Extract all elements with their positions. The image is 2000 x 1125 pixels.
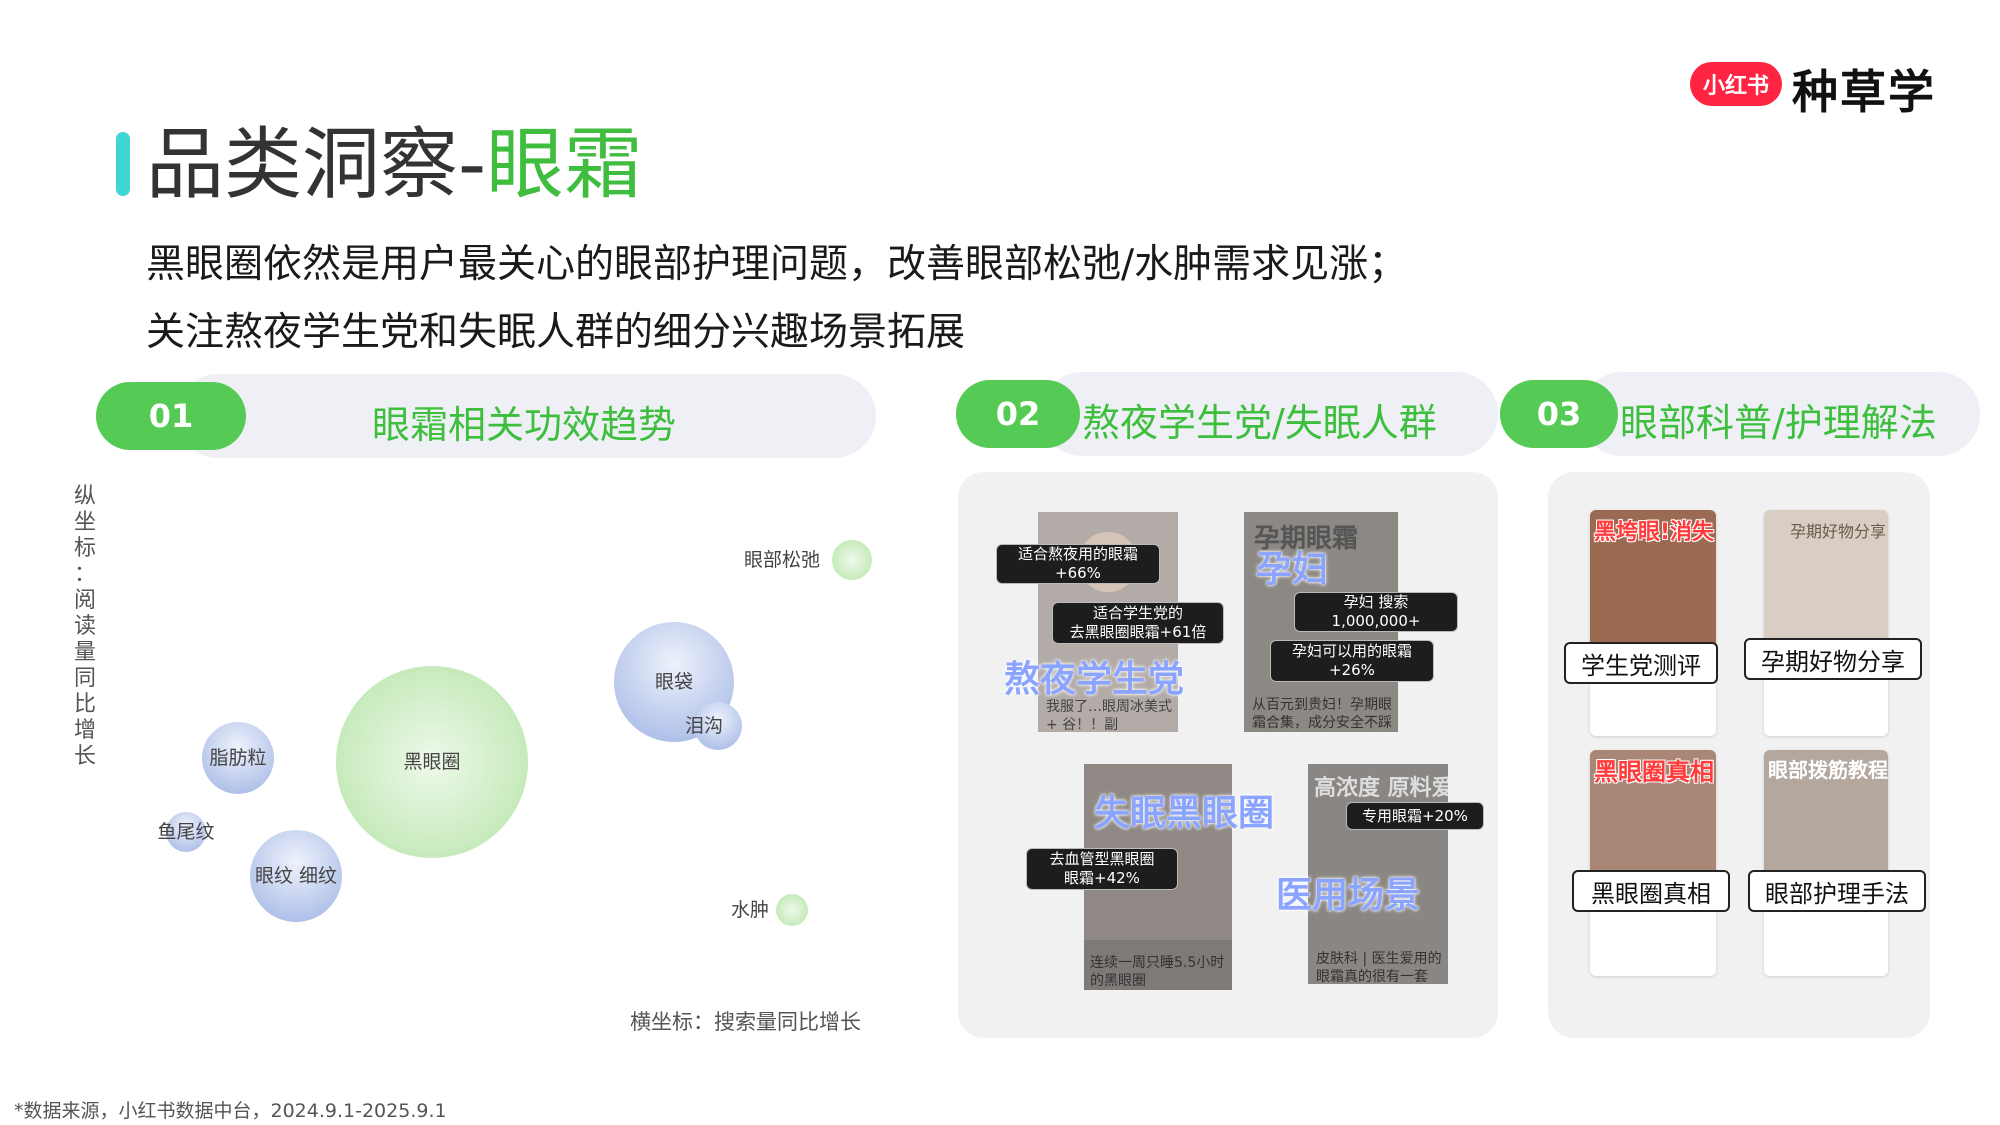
note-thumb-student-review[interactable]: 黑垮眼!消失! [1590,510,1716,736]
subtitle-line-2: 关注熬夜学生党和失眠人群的细分兴趣场景拓展 [146,310,966,355]
note-card-caption: 皮肤科 | 医生爱用的眼霜真的很有一套 [1316,951,1442,984]
search-tag-student-dark-circles: 适合学生党的去黑眼圈眼霜+61倍 [1052,602,1224,644]
y-axis-label-char: 增 [73,718,96,743]
search-tag-special-eye-cream: 专用眼霜+20% [1346,802,1484,830]
note-card-headline: 孕期眼霜 [1254,524,1359,554]
note-card-headline: 高浓度 原料爱 [1314,776,1448,801]
note-card-caption: 从百元到贵妇！孕期眼霜合集，成分安全不踩雷 [1252,697,1392,731]
brand-name: 种草学 [1792,65,1936,119]
title-accent-bar [116,132,130,196]
bubble-label: 水肿 [731,899,769,921]
bubble-label: 黑眼圈 [403,751,460,773]
bubble-5 [336,666,528,858]
bubble-label: 眼部松弛 [744,549,820,571]
search-tag-vascular-dark-circles: 去血管型黑眼圈眼霜+42% [1026,848,1178,890]
bubble-3 [694,702,742,750]
page-title-highlight: 眼霜 [486,120,643,210]
thumb-label-dark-circle-truth: 黑眼圈真相 [1572,870,1730,912]
thumb-label-eye-massage: 眼部护理手法 [1748,870,1926,912]
overlay-night-students: 熬夜学生党 [1004,659,1185,700]
chart-x-axis-label: 横坐标：搜索量同比增长 [630,1010,861,1034]
y-axis-label-char: 阅 [73,588,96,613]
y-axis-label-char: 读 [73,614,96,639]
bubble-1 [832,540,872,580]
y-axis-label-char: 量 [73,640,96,665]
y-axis-label-char: 坐 [73,510,96,535]
page-title-prefix: 品类洞察- [146,120,487,210]
thumb-image [1764,750,1888,886]
y-axis-label-char: 纵 [73,484,96,509]
section-label-03: 眼部科普/护理解法 [1620,401,1937,445]
bubble-label: 脂肪粒 [209,747,266,769]
thumb-label-pregnancy-goods: 孕期好物分享 [1744,638,1922,680]
thumb-image [1590,750,1716,886]
bubble-label: 鱼尾纹 [157,821,214,843]
note-card-caption: 连续一周只睡5.5小时的黑眼圈 [1090,955,1225,989]
note-thumb-pregnancy-goods[interactable]: 孕期好物分享 [1764,510,1888,736]
section-header-02 [1040,372,1498,456]
section-number-01: 01 [96,382,246,450]
bubble-4 [202,722,274,794]
search-tag-night-eye-cream: 适合熬夜用的眼霜+66% [996,544,1160,584]
note-thumb-dark-circle-truth[interactable]: 黑眼圈真相 [1590,750,1716,976]
y-axis-label-char: 比 [73,692,96,717]
chart-y-axis-label: 纵坐标：阅读量同比增长 [70,484,100,770]
note-card-caption: 我服了…眼周冰美式+ 谷！！副牛！！！ [1046,699,1172,732]
page-title: 品类洞察-眼霜 [146,120,642,210]
thumb-headline: 孕期好物分享 [1790,522,1887,541]
bubble-8 [776,894,808,926]
thumb-image [1590,510,1716,646]
bubble-label: 眼纹 细纹 [255,865,337,887]
section-number-03: 03 [1500,380,1618,448]
section-number-02: 02 [956,380,1080,448]
thumb-image [1764,510,1888,646]
y-axis-label-char: 同 [73,666,96,691]
note-thumb-eye-massage[interactable]: 眼部拨筋教程 [1764,750,1888,976]
thumb-headline: 黑垮眼!消失! [1594,520,1716,545]
overlay-medical-scene: 医用场景 [1276,875,1421,916]
subtitle-line-1: 黑眼圈依然是用户最关心的眼部护理问题，改善眼部松弛/水肿需求见涨； [146,242,1408,287]
bubble-label: 泪沟 [685,715,723,737]
overlay-insomnia-dark-circles: 失眠黑眼圈 [1094,793,1275,834]
bubble-7 [250,830,342,922]
search-tag-pregnant-eye-cream: 孕妇可以用的眼霜+26% [1270,640,1434,682]
y-axis-label-char: ： [73,562,96,587]
xiaohongshu-logo-badge: 小红书 [1690,62,1782,106]
y-axis-label-char: 标 [73,536,96,561]
thumb-headline: 黑眼圈真相 [1594,758,1714,786]
data-source-footnote: *数据来源，小红书数据中台，2024.9.1-2025.9.1 [14,1100,447,1122]
section-header-03 [1580,372,1980,456]
note-card-medical[interactable]: 高浓度 原料爱 皮肤科 | 医生爱用的眼霜真的很有一套 [1308,764,1448,984]
section-label-01: 眼霜相关功效趋势 [372,403,677,447]
y-axis-label-char: 长 [73,744,96,769]
bubble-label: 眼袋 [655,671,693,693]
section-header-01 [176,374,876,458]
thumb-label-student-review: 学生党测评 [1564,642,1718,684]
section-label-02: 熬夜学生党/失眠人群 [1082,401,1437,445]
bubble-6 [166,812,206,852]
overlay-pregnant: 孕妇 [1256,549,1329,590]
thumb-headline: 眼部拨筋教程 [1768,758,1888,782]
